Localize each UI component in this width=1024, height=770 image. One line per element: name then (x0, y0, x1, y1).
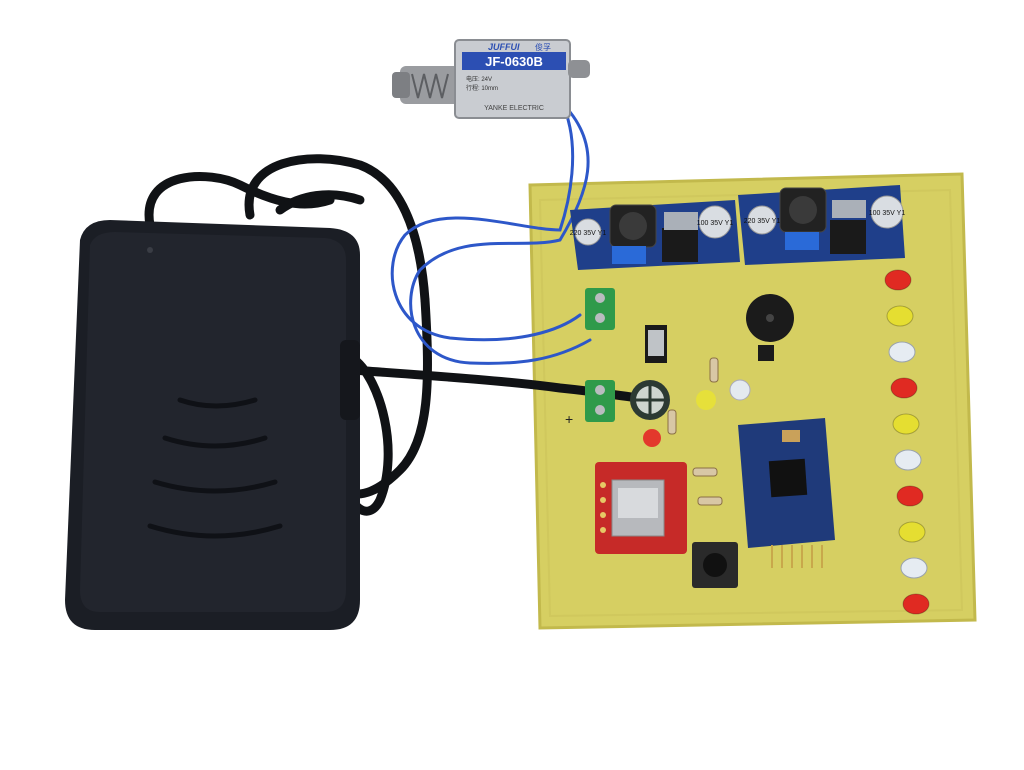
polarity-plus-mark: + (565, 411, 573, 427)
buck-converter-left: 220 35V Y1 100 35V Y1 (570, 200, 740, 270)
buck-right-cap-small: 220 35V Y1 (744, 218, 781, 225)
led-column (884, 269, 930, 615)
led-red (884, 269, 912, 291)
board-leds (643, 379, 751, 447)
transistor (758, 345, 774, 361)
arduino-pro-mini (738, 418, 835, 568)
solenoid-brand: JUFFUI (488, 42, 520, 52)
led-red (890, 377, 918, 399)
led-yellow (892, 413, 920, 435)
power-adapter (65, 220, 360, 630)
led-red (896, 485, 924, 507)
solenoid-spec-1: 电压: 24V (466, 75, 492, 83)
solenoid-maker: YANKE ELECTRIC (484, 105, 544, 112)
blue-wires (390, 108, 592, 365)
electrolytic-capacitor (630, 380, 670, 420)
terminal-block-bottom (585, 380, 615, 422)
resistors (667, 357, 723, 506)
voltage-regulator (645, 325, 667, 363)
sim-module (595, 462, 687, 554)
buck-left-cap-small: 220 35V Y1 (570, 230, 607, 237)
adapter-grip-ridges (147, 397, 283, 539)
led-yellow (886, 305, 914, 327)
led-red (902, 593, 930, 615)
led-clear (888, 341, 916, 363)
solenoid-spec-2: 行程: 10mm (466, 84, 498, 92)
push-button (692, 542, 738, 588)
solenoid-brand-cn: 俊孚 (535, 42, 551, 52)
solenoid-model: JF-0630B (485, 54, 543, 69)
led-clear (900, 557, 928, 579)
buck-left-cap-large: 100 35V Y1 (697, 220, 734, 227)
led-yellow (898, 521, 926, 543)
buck-right-cap-large: 100 35V Y1 (869, 210, 906, 217)
terminal-block-top (585, 288, 615, 330)
solenoid: JF-0630B JUFFUI 俊孚 电压: 24V 行程: 10mm YANK… (392, 39, 590, 119)
buck-converter-right: 220 35V Y1 100 35V Y1 (738, 185, 905, 265)
led-clear (894, 449, 922, 471)
buzzer (746, 294, 794, 342)
